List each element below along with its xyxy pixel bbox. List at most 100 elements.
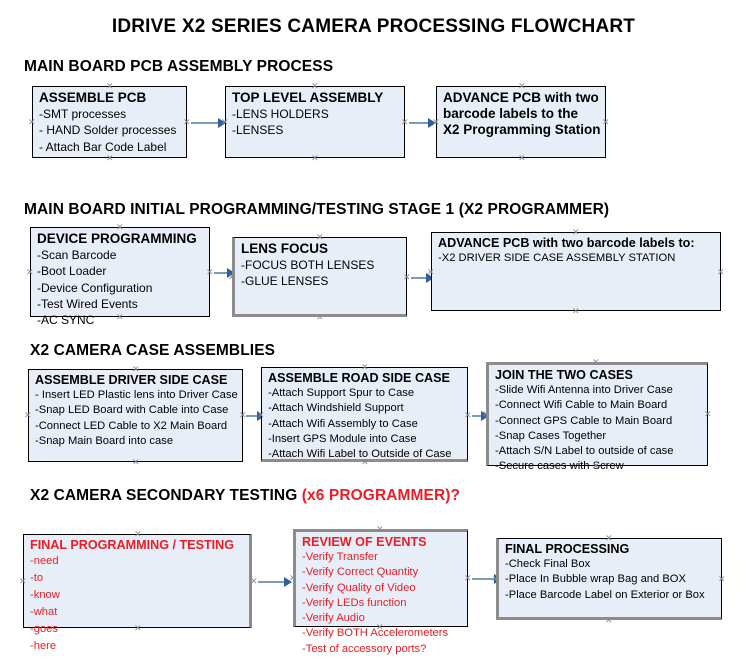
connection-handle-icon[interactable]: ✕ [376,622,384,632]
box-lens-focus[interactable]: LENS FOCUS -FOCUS BOTH LENSES -GLUE LENS… [232,237,407,317]
connection-handle-icon[interactable]: ✕ [427,267,435,277]
box-line: -LENS HOLDERS [232,107,329,122]
connection-handle-icon[interactable]: ✕ [228,272,236,282]
box-line: -Snap Cases Together [495,429,607,442]
box-device-programming[interactable]: DEVICE PROGRAMMING -Scan Barcode -Boot L… [30,227,210,327]
page-title: IDRIVE X2 SERIES CAMERA PROCESSING FLOWC… [111,16,636,37]
connection-handle-icon[interactable]: ✕ [24,410,32,420]
connection-handle-icon[interactable]: ✕ [19,576,27,586]
section-heading-main-board-initial-programming-testing-stage-1: MAIN BOARD INITIAL PROGRAMMING/TESTING S… [24,201,609,219]
box-header: JOIN THE TWO CASES [495,368,633,382]
box-line: -Attach Wifi Label to Outside of Case [268,448,452,461]
connection-handle-icon[interactable]: ✕ [572,227,580,237]
connection-handle-icon[interactable]: ✕ [403,272,411,282]
connection-handle-icon[interactable]: ✕ [592,461,600,471]
box-advance-pcb-to-x2-programming-station[interactable]: ADVANCE PCB with two barcode labels to t… [436,86,606,158]
box-join-the-two-cases[interactable]: JOIN THE TWO CASES -Slide Wifi Antenna i… [486,362,708,472]
connection-handle-icon[interactable]: ✕ [518,153,526,163]
box-line: -need [30,555,59,568]
box-line: -Attach Windshield Support [268,402,404,415]
connection-handle-icon[interactable]: ✕ [26,267,34,277]
connection-handle-icon[interactable]: ✕ [316,232,324,242]
box-line: - Insert LED Plastic lens into Driver Ca… [35,389,238,402]
box-advance-pcb-to-driver-side-case-assembly[interactable]: ADVANCE PCB with two barcode labels to: … [431,232,721,311]
box-line: -goes [30,623,58,636]
section-heading-text: X2 CAMERA SECONDARY TESTING [30,487,302,504]
section-heading-main-board-pcb-assembly-process: MAIN BOARD PCB ASSEMBLY PROCESS [24,58,333,76]
connection-handle-icon[interactable]: ✕ [518,81,526,91]
box-header: TOP LEVEL ASSEMBLY [232,90,384,105]
box-header: LENS FOCUS [241,241,329,256]
connection-handle-icon[interactable]: ✕ [572,306,580,316]
connection-handle-icon[interactable]: ✕ [718,574,726,584]
box-top-level-assembly[interactable]: TOP LEVEL ASSEMBLY -LENS HOLDERS -LENSES [225,86,405,158]
connection-handle-icon[interactable]: ✕ [376,524,384,534]
connection-handle-icon[interactable]: ✕ [464,410,472,420]
connection-handle-icon[interactable]: ✕ [28,117,36,127]
box-line: -to [30,572,44,585]
box-line: -Boot Loader [37,264,107,279]
box-line: -Verify Correct Quantity [302,566,419,579]
connection-handle-icon[interactable]: ✕ [316,312,324,322]
connection-handle-icon[interactable]: ✕ [605,615,613,625]
connection-handle-icon[interactable]: ✕ [361,362,369,372]
connection-handle-icon[interactable]: ✕ [206,267,214,277]
connection-handle-icon[interactable]: ✕ [311,81,319,91]
connection-handle-icon[interactable]: ✕ [605,533,613,543]
connection-handle-icon[interactable]: ✕ [289,573,297,583]
connection-handle-icon[interactable]: ✕ [257,410,265,420]
box-line: -Scan Barcode [37,248,117,263]
box-line: - HAND Solder processes [39,123,177,138]
connection-handle-icon[interactable]: ✕ [717,267,725,277]
box-line: -here [30,640,57,653]
box-review-of-events[interactable]: REVIEW OF EVENTS -Verify Transfer -Verif… [293,529,468,655]
box-line-overflow: -Test of accessory ports? [302,642,427,655]
connection-handle-icon[interactable]: ✕ [132,457,140,467]
connection-handle-icon[interactable]: ✕ [132,364,140,374]
connection-handle-icon[interactable]: ✕ [361,457,369,467]
box-line: -what [30,606,58,619]
connection-handle-icon[interactable]: ✕ [432,117,440,127]
connection-handle-icon[interactable]: ✕ [492,574,500,584]
box-line: -Verify BOTH Accelerometers [302,627,449,640]
connection-handle-icon[interactable]: ✕ [183,117,191,127]
connection-handle-icon[interactable]: ✕ [134,623,142,633]
connection-handle-icon[interactable]: ✕ [401,117,409,127]
connection-handle-icon[interactable]: ✕ [221,117,229,127]
connection-handle-icon[interactable]: ✕ [602,117,610,127]
box-assemble-road-side-case[interactable]: ASSEMBLE ROAD SIDE CASE -Attach Support … [261,367,468,462]
box-line: -Snap Main Board into case [35,434,174,447]
connection-handle-icon[interactable]: ✕ [116,312,124,322]
connection-handle-icon[interactable]: ✕ [239,410,247,420]
box-header: ASSEMBLE DRIVER SIDE CASE [35,373,228,387]
box-line: -Place Barcode Label on Exterior or Box [505,588,705,601]
section-heading-text: MAIN BOARD PCB ASSEMBLY PROCESS [24,58,334,75]
box-assemble-pcb[interactable]: ASSEMBLE PCB -SMT processes - HAND Solde… [32,86,187,158]
connection-handle-icon[interactable]: ✕ [106,81,114,91]
box-header: ASSEMBLE ROAD SIDE CASE [268,371,450,385]
connection-handle-icon[interactable]: ✕ [106,153,114,163]
box-header: FINAL PROCESSING [505,542,630,556]
section-heading-note: (x6 PROGRAMMER)? [301,487,461,504]
box-line: -Attach Wifi Assembly to Case [268,417,418,430]
box-final-processing[interactable]: FINAL PROCESSING -Check Final Box -Place… [496,538,722,620]
connection-handle-icon[interactable]: ✕ [116,222,124,232]
connection-handle-icon[interactable]: ✕ [311,153,319,163]
box-line: -Check Final Box [505,558,591,571]
connection-handle-icon[interactable]: ✕ [704,409,712,419]
box-assemble-driver-side-case[interactable]: ASSEMBLE DRIVER SIDE CASE - Insert LED P… [28,369,243,462]
box-line: barcode labels to the [443,106,579,122]
box-header: ASSEMBLE PCB [39,90,147,105]
connection-handle-icon[interactable]: ✕ [250,576,258,586]
box-line: -know [30,589,60,602]
connection-handle-icon[interactable]: ✕ [134,529,142,539]
box-line: -Insert GPS Module into Case [268,432,417,445]
box-line: -Connect LED Cable to X2 Main Board [35,419,228,432]
box-final-programming-testing[interactable]: FINAL PROGRAMMING / TESTING -need -to -k… [23,534,252,652]
connection-handle-icon[interactable]: ✕ [482,409,490,419]
box-line: -Test Wired Events [37,297,138,312]
connection-handle-icon[interactable]: ✕ [464,573,472,583]
connection-handle-icon[interactable]: ✕ [592,357,600,367]
box-line: -Device Configuration [37,280,153,295]
